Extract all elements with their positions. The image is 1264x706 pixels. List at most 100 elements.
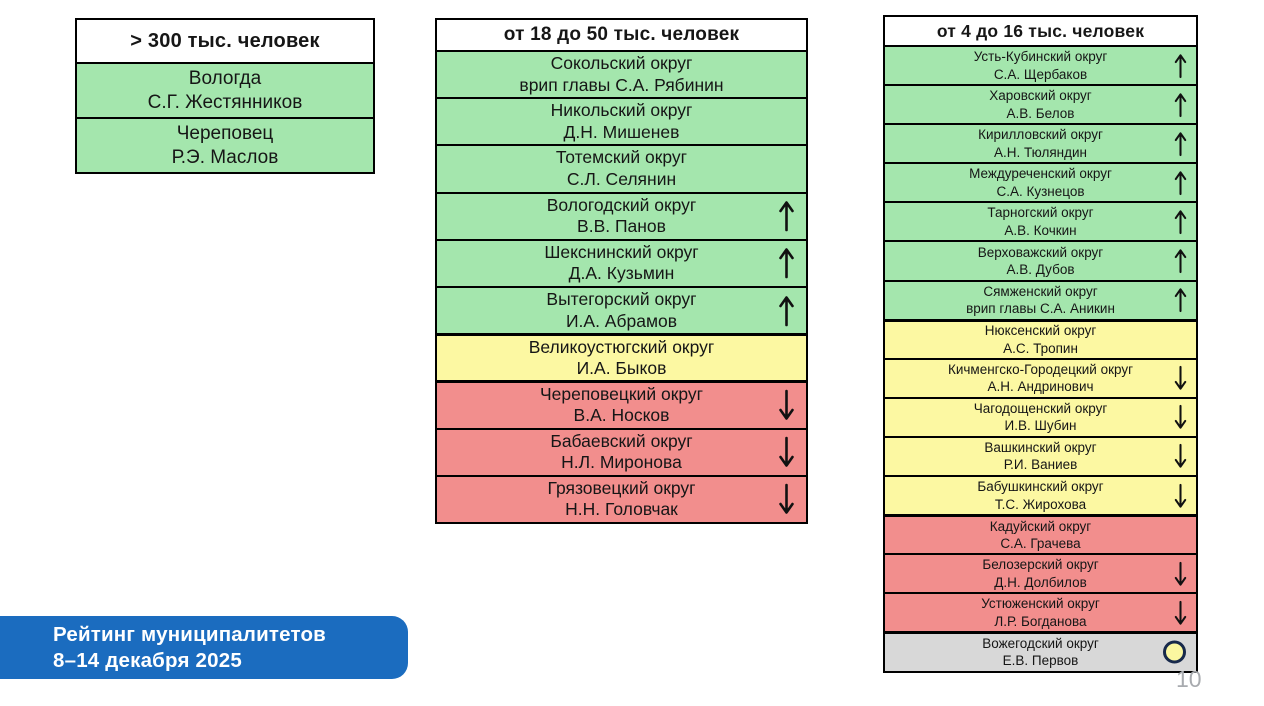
municipality-head: А.В. Дубов [1006,262,1075,278]
municipality-head: С.Г. Жестянников [147,91,303,113]
up-arrow-icon [1173,90,1188,119]
municipality-head: В.А. Носков [573,405,670,426]
down-arrow-icon [1173,481,1188,510]
municipality-head: Р.Э. Маслов [171,146,279,168]
municipality-head: Н.Л. Миронова [561,452,682,473]
up-arrow-icon [1173,168,1188,197]
municipality-name: Тотемский округ [555,147,688,168]
down-arrow-icon [1173,403,1188,432]
municipality-name: Сокольский округ [550,53,693,74]
municipality-head: врип главы С.А. Аникин [966,301,1115,317]
up-arrow-icon [1173,247,1188,276]
municipality-head: А.Н. Андринович [987,379,1094,395]
municipality-name: Шекснинский округ [544,241,699,262]
municipality-head: В.В. Панов [577,216,666,237]
municipality-name: Грязовецкий округ [547,477,696,498]
up-arrow-icon [777,293,796,329]
municipality-head: С.А. Кузнецов [996,183,1085,199]
municipality-row: Сямженский округ врип главы С.А. Аникин [885,279,1196,319]
up-arrow-icon [777,198,796,234]
municipality-name: Кирилловский округ [978,127,1103,143]
down-arrow-icon [1173,559,1188,588]
rating-banner: Рейтинг муниципалитетов 8–14 декабря 202… [0,616,408,679]
municipality-head: А.В. Белов [1006,105,1075,121]
municipality-name: Нюксенский округ [984,323,1097,339]
municipality-name: Чагодощенский округ [973,400,1108,416]
municipality-head: И.А. Абрамов [565,310,678,331]
down-arrow-icon [1173,598,1188,627]
municipality-name: Вожегодский округ [982,635,1099,651]
down-arrow-icon [777,387,796,423]
municipality-name: Вологда [188,67,262,89]
page-number: 10 [1176,666,1202,692]
municipality-name: Вашкинский округ [984,439,1097,455]
municipality-head: Д.А. Кузьмин [568,263,675,284]
municipality-head: Н.Н. Головчак [565,499,678,520]
up-arrow-icon [1173,129,1188,158]
municipality-name: Белозерский округ [982,557,1099,573]
down-arrow-icon [1173,364,1188,393]
up-arrow-icon [1173,207,1188,236]
municipality-head: Д.Н. Долбилов [994,574,1087,590]
municipality-name: Харовский округ [989,88,1092,104]
column-header: > 300 тыс. человек [77,20,373,62]
municipality-name: Устюженский округ [981,596,1100,612]
municipality-name: Череповецкий округ [539,383,704,404]
municipality-head: Е.В. Первов [1002,653,1079,669]
municipality-head: С.А. Грачева [1000,536,1081,552]
municipality-name: Кичменгско-Городецкий округ [947,361,1134,377]
down-arrow-icon [1173,442,1188,471]
municipality-head: С.А. Щербаков [993,66,1088,82]
municipality-head: И.В. Шубин [1004,418,1077,434]
municipality-name: Никольский округ [550,100,693,121]
municipality-name: Междуреченский округ [969,166,1112,182]
down-arrow-icon [777,481,796,517]
municipality-name: Вытегорский округ [546,289,697,310]
municipality-name: Великоустюгский округ [528,336,715,357]
municipality-name: Бабаевский округ [550,430,693,451]
municipality-name: Усть-Кубинский округ [973,49,1108,65]
column-header: от 4 до 16 тыс. человек [885,17,1196,45]
column-18-to-50k: от 18 до 50 тыс. человек Сокольский окру… [435,18,808,524]
municipality-head: Р.И. Ваниев [1003,457,1078,473]
down-arrow-icon [777,434,796,470]
status-circle-icon [1163,640,1186,664]
municipality-name: Бабушкинский округ [977,479,1104,495]
municipality-head: Т.С. Жирохова [994,496,1087,512]
column-4-to-16k: от 4 до 16 тыс. человек Усть-Кубинский о… [883,15,1198,673]
up-arrow-icon [1173,286,1188,315]
up-arrow-icon [777,245,796,281]
banner-period: 8–14 декабря 2025 [53,648,242,672]
municipality-head: Д.Н. Мишенев [563,121,680,142]
banner-title: Рейтинг муниципалитетов [53,622,326,646]
municipality-head: А.Н. Тюляндин [993,144,1087,160]
municipality-name: Сямженский округ [983,283,1098,299]
municipality-head: С.Л. Селянин [566,168,677,189]
municipality-name: Кадуйский округ [989,518,1092,534]
municipality-name: Тарногский округ [987,205,1094,221]
